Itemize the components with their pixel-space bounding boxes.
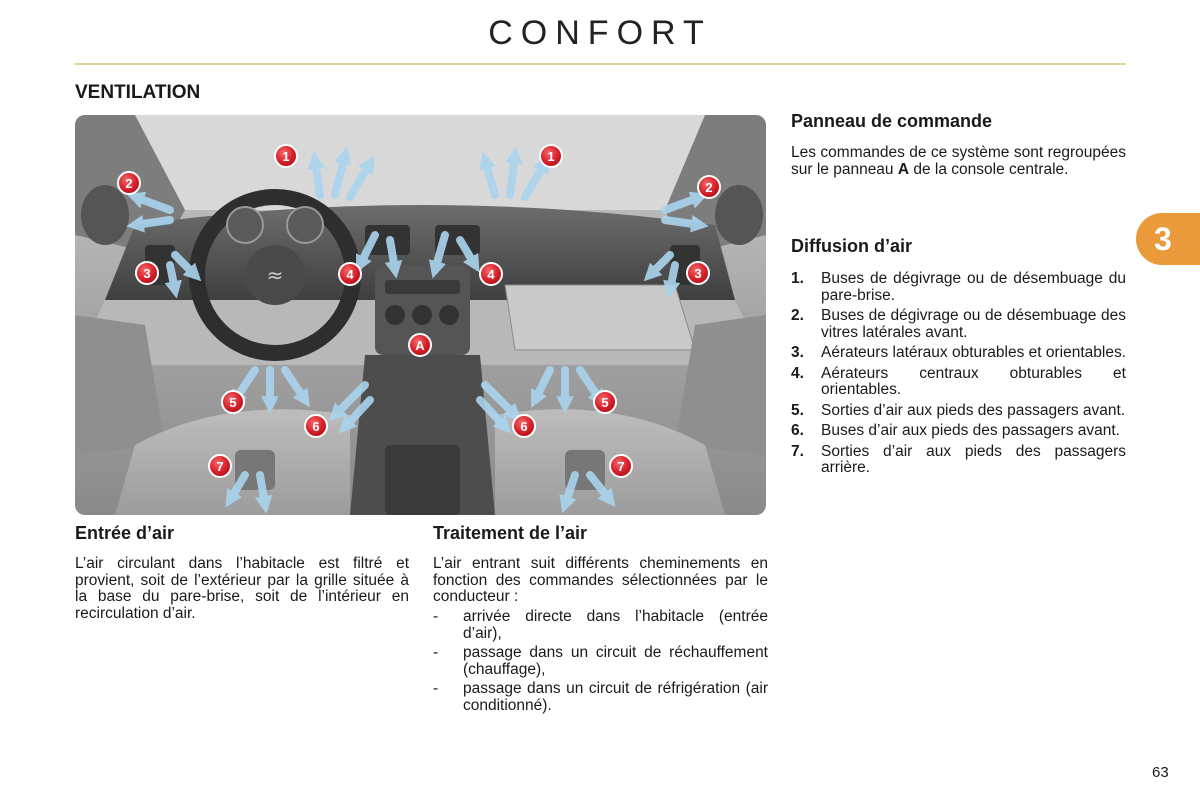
marker-3-left: 3 <box>135 261 159 285</box>
panel-text-before: Les commandes de ce système sont regroup… <box>791 144 1126 178</box>
diffusion-item: 3.Aérateurs latéraux obturables et orien… <box>791 344 1127 361</box>
panel-text-bold: A <box>897 160 910 178</box>
diffusion-item: 6.Buses d’air aux pieds des passagers av… <box>791 422 1120 439</box>
diffusion-item: 5.Sorties d’air aux pieds des passagers … <box>791 401 1126 419</box>
right-mirror <box>715 185 763 245</box>
marker-6-left: 6 <box>304 414 328 438</box>
svg-text:4: 4 <box>346 267 354 282</box>
section-title: VENTILATION <box>75 82 201 103</box>
svg-text:1: 1 <box>547 149 554 164</box>
marker-6-right: 6 <box>512 414 536 438</box>
page-number: 63 <box>1152 764 1169 781</box>
intake-text: L’air circulant dans l’habitacle est fil… <box>75 555 409 622</box>
marker-1-right: 1 <box>539 144 563 168</box>
left-door-panel <box>75 315 165 455</box>
diffusion-item: 1.Buses de dégivrage ou de désembuage du… <box>791 270 1126 304</box>
marker-5-right: 5 <box>593 390 617 414</box>
treatment-item: -passage dans un circuit de réchauffemen… <box>433 644 768 678</box>
marker-7-left: 7 <box>208 454 232 478</box>
panel-heading: Panneau de commande <box>791 111 993 131</box>
treatment-list: -arrivée directe dans l’habitacle (entré… <box>433 608 768 717</box>
svg-text:5: 5 <box>601 395 608 410</box>
svg-text:6: 6 <box>312 419 319 434</box>
svg-text:2: 2 <box>705 180 712 195</box>
diffusion-item: 2.Buses de dégivrage ou de désembuage de… <box>791 307 1126 341</box>
svg-text:7: 7 <box>216 459 223 474</box>
svg-text:2: 2 <box>125 176 132 191</box>
panel-text-after: de la console centrale. <box>909 160 1069 178</box>
header-divider <box>75 63 1126 65</box>
treatment-heading: Traitement de l’air <box>433 523 588 543</box>
dashboard-ventilation-illustration: ≈ <box>75 115 766 515</box>
marker-4-right: 4 <box>479 262 503 286</box>
gauge-left <box>226 206 264 244</box>
diffusion-heading: Diffusion d’air <box>791 236 912 256</box>
svg-text:5: 5 <box>229 395 236 410</box>
diffusion-list: 1.Buses de dégivrage ou de désembuage du… <box>791 270 1127 481</box>
svg-text:A: A <box>415 338 425 353</box>
chapter-tab: 3 <box>1136 213 1200 265</box>
dashboard-drawing: ≈ <box>75 115 766 515</box>
svg-text:3: 3 <box>143 266 150 281</box>
svg-text:1: 1 <box>282 149 289 164</box>
marker-3-right: 3 <box>686 261 710 285</box>
left-mirror <box>81 185 129 245</box>
armrest <box>385 445 460 515</box>
treatment-intro: L’air entrant suit différents cheminemen… <box>433 555 768 605</box>
page-header-title: CONFORT <box>488 14 712 52</box>
treatment-item: -passage dans un circuit de réfrigératio… <box>433 680 768 714</box>
marker-4-left: 4 <box>338 262 362 286</box>
marker-1-left: 1 <box>274 144 298 168</box>
svg-text:7: 7 <box>617 459 624 474</box>
steering-hub <box>245 245 305 305</box>
treatment-item: -arrivée directe dans l’habitacle (entré… <box>433 608 768 642</box>
gauge-right <box>286 206 324 244</box>
svg-text:3: 3 <box>694 266 701 281</box>
marker-5-left: 5 <box>221 390 245 414</box>
diffusion-item: 7.Sorties d’air aux pieds des passagers … <box>791 442 1126 476</box>
marker-2-right: 2 <box>697 175 721 199</box>
diffusion-item: 4.Aérateurs centraux obturables et orien… <box>791 364 1126 398</box>
panel-description: Les commandes de ce système sont regroup… <box>791 144 1126 178</box>
marker-7-right: 7 <box>609 454 633 478</box>
windshield <box>135 115 705 210</box>
left-seat <box>115 409 350 515</box>
airflow-arrows <box>126 146 709 514</box>
svg-text:6: 6 <box>520 419 527 434</box>
right-door-panel <box>675 315 766 455</box>
svg-text:4: 4 <box>487 267 495 282</box>
glovebox <box>504 284 696 351</box>
svg-text:≈: ≈ <box>267 263 284 287</box>
marker-2-left: 2 <box>117 171 141 195</box>
intake-heading: Entrée d’air <box>75 523 175 543</box>
marker-a-control-panel: A <box>408 333 432 357</box>
